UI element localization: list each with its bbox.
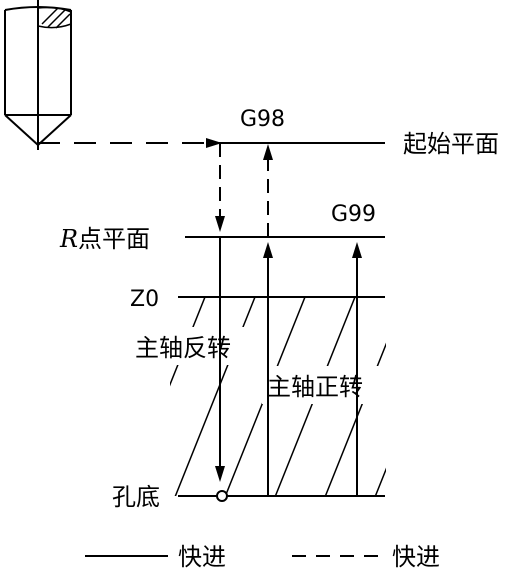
spindle-forward-label: 主轴正转 — [267, 373, 363, 401]
z0-label: Z0 — [130, 287, 159, 312]
drill-tool — [4, 0, 72, 150]
g98-retract-dashed-arrowhead — [263, 144, 273, 160]
g99-label: G99 — [331, 202, 376, 227]
drill-shank-hatch — [41, 7, 71, 29]
g98-label: G98 — [240, 107, 285, 132]
r-plane-label: 点平面 — [78, 225, 150, 253]
initial-plane-label: 起始平面 — [403, 130, 499, 158]
g99-retract-arrowhead — [352, 242, 362, 258]
initial-plane-arrowhead — [206, 138, 222, 148]
legend: 快进 快进 — [85, 543, 440, 571]
spindle-reverse-label: 主轴反转 — [135, 334, 231, 362]
g98-retract-solid-arrowhead — [263, 242, 273, 258]
r-letter-label: R — [59, 225, 78, 253]
hole-bottom-dwell-circle — [216, 490, 228, 502]
legend-dashed-label: 快进 — [392, 543, 440, 571]
rapid-down-arrowhead — [215, 216, 225, 232]
hole-bottom-label: 孔底 — [112, 483, 160, 511]
feed-down-arrowhead — [215, 466, 225, 482]
legend-solid-label: 快进 — [178, 543, 226, 571]
